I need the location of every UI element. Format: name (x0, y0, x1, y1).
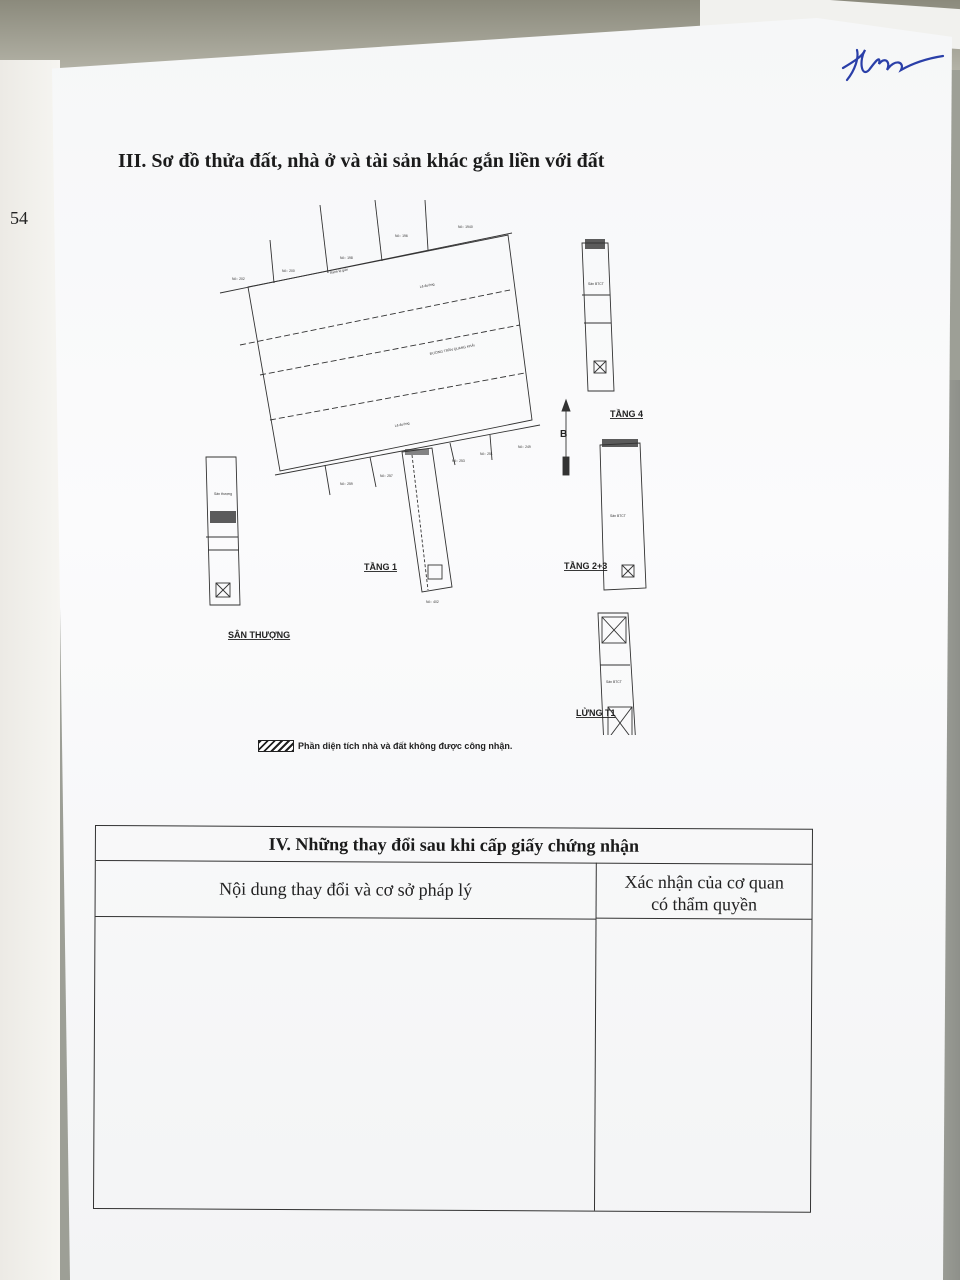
house-number: Nô : 402 (426, 600, 439, 604)
diagram-legend: Phần diện tích nhà và đất không được côn… (258, 740, 512, 752)
room-label: Sân BTCT (610, 514, 626, 518)
house-number: Nô : 257 (380, 474, 393, 478)
north-mark: B (560, 429, 567, 440)
page-number: 54 (10, 208, 28, 228)
changes-table: IV. Những thay đổi sau khi cấp giấy chứn… (92, 825, 813, 1213)
house-number: Nô : 249 (518, 445, 531, 449)
confirm-line-1: Xác nhận của cơ quan (624, 871, 784, 893)
column-header-confirmation: Xác nhận của cơ quan có thẩm quyền (595, 862, 812, 920)
signature-icon (841, 48, 945, 82)
alley-top-label: Lê đường (419, 282, 434, 289)
house-number: Nô : 253 (452, 459, 465, 463)
column-divider (593, 918, 597, 1211)
room-label: Sân BTCT (606, 680, 622, 684)
house-number: Nô : 198 (340, 256, 353, 260)
street-main-label: ĐƯỜNG TRẦN QUANG KHẢI (429, 342, 475, 356)
left-page (0, 60, 60, 1280)
legend-text: Phần diện tích nhà và đất không được côn… (298, 741, 513, 751)
certificate-page (52, 18, 952, 1280)
land-plot-diagram: ĐƯỜNG TRẦN QUANG KHẢI Lê đường Lê đường … (205, 199, 647, 735)
floor-label-ground: TẦNG 1 (364, 562, 397, 572)
section-four-title: IV. Những thay đổi sau khi cấp giấy chứn… (95, 826, 812, 865)
hem-label: Ranh lộ giới (329, 268, 348, 275)
floor-label-two-three: TẦNG 2+3 (564, 561, 607, 571)
house-number: Nô : 259 (340, 482, 353, 486)
room-label: Sân BTCT (588, 282, 604, 286)
column-header-content: Nội dung thay đổi và cơ sở pháp lý (95, 860, 596, 920)
house-number: Nô : 200 (282, 269, 295, 273)
house-number: Nô : 1940 (458, 225, 473, 229)
house-number: Nô : 202 (232, 277, 245, 281)
hatch-swatch-icon (258, 740, 294, 752)
floor-label-four: TẦNG 4 (610, 409, 643, 419)
floor-label-terrace: SÂN THƯỢNG (228, 629, 290, 640)
house-number: Nô : 196 (395, 234, 408, 238)
confirm-line-2: có thẩm quyền (651, 893, 758, 915)
section-three-title: III. Sơ đồ thửa đất, nhà ở và tài sản kh… (118, 150, 605, 172)
house-number: Nô : 251 (480, 452, 493, 456)
floor-label-mezzanine: LỬNG T1 (576, 707, 615, 718)
alley-bottom-label: Lê đường (394, 421, 409, 428)
roof-label: Sân thượng (214, 492, 232, 496)
